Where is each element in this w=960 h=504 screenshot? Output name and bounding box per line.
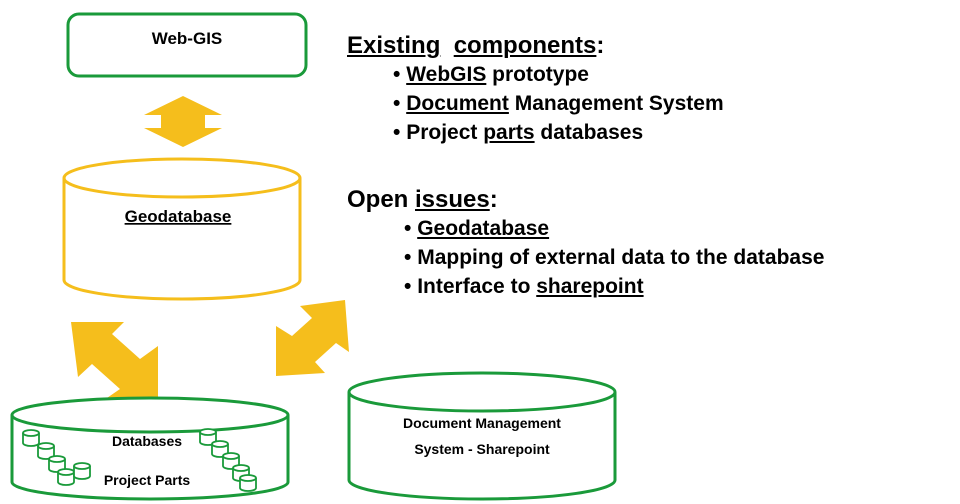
heading-word: issues [415,186,490,213]
small-db-stack-right [199,428,257,492]
dms-label-line1: Document Management [403,415,561,431]
bullet: • [393,92,401,115]
heading-colon: : [489,186,498,213]
bullet: • [404,217,412,240]
list-item: • WebGIS prototype [393,63,724,87]
item-text: Interface to [417,275,537,298]
small-db-stack-left [22,429,91,486]
bullet: • [404,275,412,298]
list-item: • Mapping of external data to the databa… [404,246,824,270]
small-db-icon [22,429,40,447]
item-text: Mapping of external data to the database [417,246,825,269]
existing-components-section: Existing components: • WebGIS prototype … [347,32,724,145]
item-text: Management System [508,92,724,115]
dms-cylinder [347,371,617,501]
webgis-label: Web-GIS [152,29,223,48]
bullet: • [393,121,401,144]
item-text: databases [534,121,644,144]
item-text: prototype [486,63,589,86]
open-issues-heading: Open issues: [347,186,824,214]
list-item: • Geodatabase [404,217,824,241]
project-parts-label: Project Parts [104,472,191,488]
webgis-geodatabase-arrow [144,96,222,147]
geodatabase-cylinder [62,157,302,301]
list-item: • Project parts databases [393,121,724,145]
item-underlined: parts [483,121,535,144]
small-db-icon [73,462,91,480]
databases-label: Databases [112,433,182,449]
heading-colon: : [596,32,605,59]
item-underlined: Geodatabase [417,217,550,240]
list-item: • Interface to sharepoint [404,275,824,299]
geodatabase-projectparts-arrow [71,322,158,400]
dms-label-line2: System - Sharepoint [414,441,550,457]
item-underlined: Document [406,92,509,115]
open-issues-section: Open issues: • Geodatabase • Mapping of … [347,186,824,299]
heading-word: components [453,32,597,59]
item-text: Project [406,121,484,144]
small-db-icon [222,452,240,470]
existing-components-heading: Existing components: [347,32,724,60]
item-underlined: sharepoint [536,275,644,298]
item-underlined: WebGIS [406,63,487,86]
small-db-icon [57,468,75,486]
heading-word: Existing [347,32,441,59]
list-item: • Document Management System [393,92,724,116]
geodatabase-dms-arrow [276,300,349,376]
geodatabase-label: Geodatabase [125,207,232,226]
small-db-icon [48,455,66,473]
small-db-icon [239,474,257,492]
heading-word: Open [347,186,416,213]
bullet: • [393,63,401,86]
bullet: • [404,246,412,269]
webgis-box [66,12,308,78]
